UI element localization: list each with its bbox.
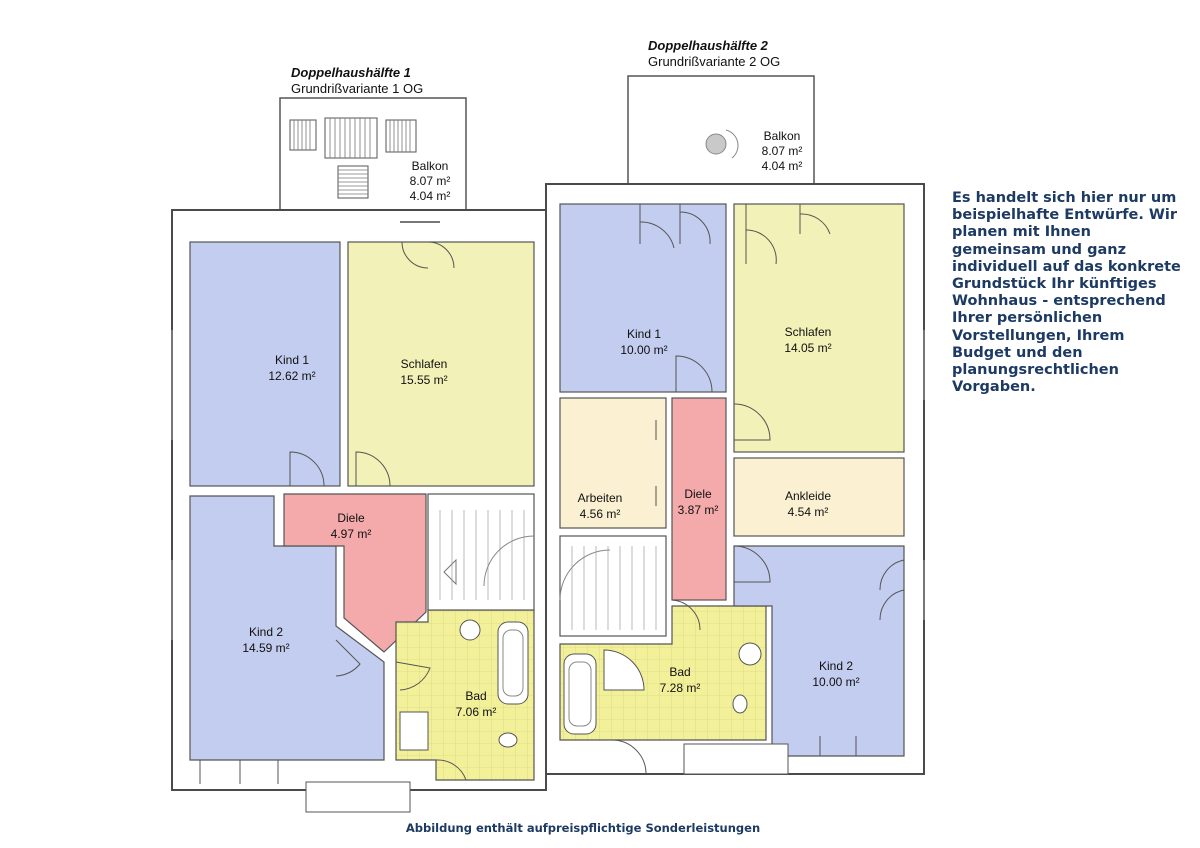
h1-diele-name: Diele [337, 511, 365, 525]
h2-balkon-area2: 4.04 m² [762, 159, 803, 173]
h1-balkon-area2: 4.04 m² [410, 189, 451, 203]
house1-subtitle: Grundrißvariante 1 OG [291, 81, 423, 96]
h2-balkon-area1: 8.07 m² [762, 144, 803, 158]
h1-schlafen-area: 15.55 m² [400, 373, 447, 387]
h2-bad-area: 7.28 m² [660, 681, 701, 695]
h2-bad-name: Bad [669, 665, 690, 679]
h1-bad-area: 7.06 m² [456, 705, 497, 719]
h1-balkon-area1: 8.07 m² [410, 174, 451, 188]
h2-arbeiten-name: Arbeiten [578, 491, 623, 505]
caption: Abbildung enthält aufpreispflichtige Son… [405, 821, 761, 835]
h1-balkon-name: Balkon [412, 159, 449, 173]
h1-bad-name: Bad [465, 689, 486, 703]
description-text: Es handelt sich hier nur um beispielhaft… [952, 190, 1181, 396]
house1-balcony [279, 97, 467, 225]
house1-title: Doppelhaushälfte 1 [291, 65, 411, 80]
h2-diele-name: Diele [684, 487, 712, 501]
h2-arbeiten-area: 4.56 m² [580, 507, 621, 521]
h2-kind2-area: 10.00 m² [812, 675, 859, 689]
h1-kind1-name: Kind 1 [275, 353, 309, 367]
h2-diele-area: 3.87 m² [678, 503, 719, 517]
h1-kind1-area: 12.62 m² [268, 369, 315, 383]
h2-kind1-name: Kind 1 [627, 327, 661, 341]
h1-diele-area: 4.97 m² [331, 527, 372, 541]
house2-title: Doppelhaushälfte 2 [648, 38, 769, 53]
h1-kind2-area: 14.59 m² [242, 641, 289, 655]
h2-balkon-name: Balkon [764, 129, 801, 143]
h2-ankleide-name: Ankleide [785, 489, 831, 503]
house1-rooms [171, 221, 535, 813]
house2-subtitle: Grundrißvariante 2 OG [648, 54, 780, 69]
house2-rooms [559, 203, 925, 775]
h2-schlafen-area: 14.05 m² [784, 341, 831, 355]
h2-schlafen-name: Schlafen [785, 325, 832, 339]
h2-ankleide-area: 4.54 m² [788, 505, 829, 519]
h2-kind1-area: 10.00 m² [620, 343, 667, 357]
h1-schlafen-name: Schlafen [401, 357, 448, 371]
h1-kind2-name: Kind 2 [249, 625, 283, 639]
h2-kind2-name: Kind 2 [819, 659, 853, 673]
